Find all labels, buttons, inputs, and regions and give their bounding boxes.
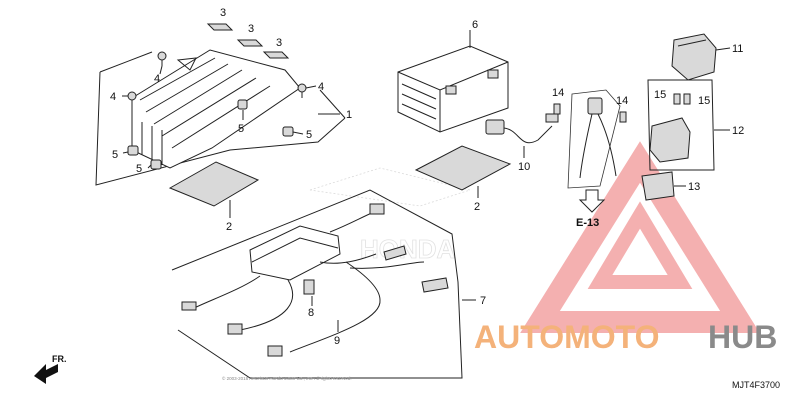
- ring-connector[interactable]: [267, 345, 283, 357]
- front-direction-arrow-icon: [34, 364, 58, 384]
- bolt[interactable]: [297, 83, 307, 98]
- bolt[interactable]: [157, 51, 167, 66]
- leader-lines-charger: [311, 296, 476, 332]
- callout-11: 11: [732, 43, 743, 55]
- charger-group-box: [171, 189, 463, 379]
- watermark-text-part2: HUB: [708, 319, 777, 355]
- callout-3: 3: [220, 7, 226, 19]
- relay-group-box: [647, 79, 715, 171]
- callout-14: 14: [552, 87, 564, 99]
- leader-lines-cover: [122, 65, 340, 169]
- callout-2-pad-right: 2: [474, 201, 480, 213]
- callout-5: 5: [306, 129, 312, 141]
- seal[interactable]: [206, 23, 234, 31]
- grommet[interactable]: [282, 126, 294, 137]
- charger-cables[interactable]: [189, 211, 425, 353]
- screw[interactable]: [619, 111, 627, 123]
- front-direction-label: FR.: [52, 354, 67, 364]
- callout-9: 9: [334, 335, 340, 347]
- starter-relay-cover[interactable]: [671, 33, 717, 81]
- callout-7: 7: [480, 295, 486, 307]
- fuse[interactable]: [683, 93, 691, 105]
- callout-12: 12: [732, 125, 744, 137]
- battery-pad[interactable]: [414, 145, 512, 198]
- screw[interactable]: [553, 103, 561, 115]
- watermark-text-part1: AUTOMOTO: [474, 319, 659, 355]
- honda-watermark: HONDA: [309, 167, 472, 264]
- callout-5: 5: [112, 149, 118, 161]
- seal[interactable]: [236, 39, 264, 47]
- grommet[interactable]: [127, 145, 139, 156]
- seal[interactable]: [262, 51, 290, 59]
- battery-charger[interactable]: [249, 225, 341, 281]
- battery-pad[interactable]: [168, 161, 260, 218]
- reference-arrow-icon: [578, 189, 606, 213]
- ring-connector[interactable]: [227, 323, 243, 335]
- callout-2-pad-left: 2: [226, 221, 232, 233]
- battery-cable[interactable]: [485, 113, 559, 158]
- callout-6: 6: [472, 19, 478, 31]
- battery-cover[interactable]: [131, 49, 301, 169]
- callout-4: 4: [110, 91, 116, 103]
- callout-15: 15: [698, 95, 710, 107]
- reference-label[interactable]: E-13: [576, 217, 599, 229]
- callout-10: 10: [518, 161, 530, 173]
- fuse[interactable]: [673, 93, 681, 105]
- watermark-logo-icon: [520, 141, 760, 333]
- svg-text:HONDA: HONDA: [360, 234, 456, 264]
- callout-15: 15: [654, 89, 666, 101]
- grommet[interactable]: [237, 99, 248, 110]
- callout-1: 1: [346, 109, 352, 121]
- battery[interactable]: [397, 30, 509, 133]
- copyright-text: © 2003-2018 American Honda Motor Co., In…: [222, 375, 352, 381]
- callout-5: 5: [238, 123, 244, 135]
- callout-5: 5: [136, 163, 142, 175]
- cover-group-box: [95, 51, 346, 186]
- callout-8: 8: [308, 307, 314, 319]
- ac-plug[interactable]: [369, 203, 385, 215]
- callout-3: 3: [276, 37, 282, 49]
- callout-14: 14: [616, 95, 628, 107]
- ring-connector[interactable]: [181, 301, 197, 311]
- grommet[interactable]: [150, 159, 162, 170]
- callout-13: 13: [688, 181, 700, 193]
- relay-boot[interactable]: [641, 171, 675, 201]
- callout-4: 4: [318, 81, 324, 93]
- callout-4: 4: [154, 73, 160, 85]
- relay-wire-harness[interactable]: [567, 89, 621, 189]
- battery-clip[interactable]: [421, 277, 449, 293]
- battery-clip[interactable]: [383, 245, 407, 261]
- callout-3: 3: [248, 23, 254, 35]
- starter-relay[interactable]: [649, 117, 691, 163]
- fuse-holder[interactable]: [303, 279, 315, 295]
- diagram-code: MJT4F3700: [732, 380, 780, 390]
